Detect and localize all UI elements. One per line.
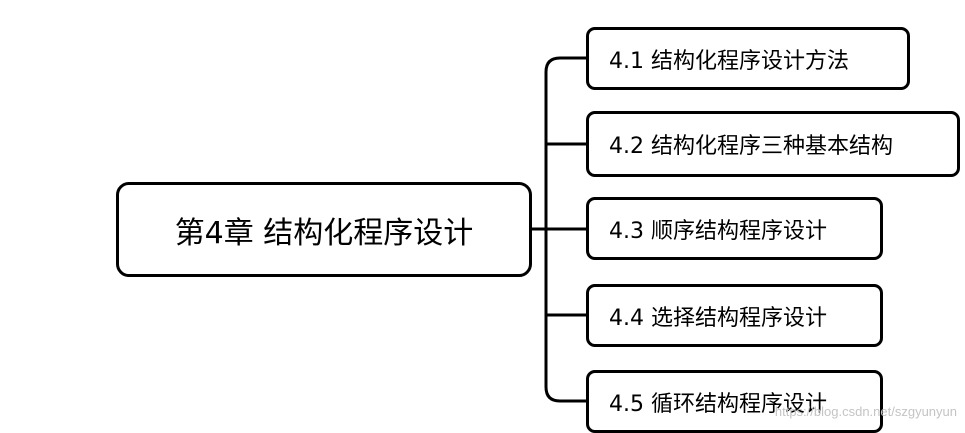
child-label-3: 4.3 顺序结构程序设计 <box>609 218 827 244</box>
root-node: 第4章 结构化程序设计 <box>116 182 532 277</box>
child-label-5: 4.5 循环结构程序设计 <box>609 391 827 417</box>
child-label-4: 4.4 选择结构程序设计 <box>609 305 827 331</box>
child-label-1: 4.1 结构化程序设计方法 <box>609 48 849 74</box>
watermark: https://blog.csdn.net/szgyunyun <box>774 404 957 419</box>
child-node-4: 4.4 选择结构程序设计 <box>586 284 883 347</box>
child-node-1: 4.1 结构化程序设计方法 <box>586 27 910 90</box>
child-label-2: 4.2 结构化程序三种基本结构 <box>609 134 893 159</box>
child-node-3: 4.3 顺序结构程序设计 <box>586 197 883 260</box>
child-node-2: 4.2 结构化程序三种基本结构 <box>586 111 960 177</box>
child-node-5: 4.5 循环结构程序设计 <box>586 370 883 433</box>
root-label: 第4章 结构化程序设计 <box>174 215 474 251</box>
